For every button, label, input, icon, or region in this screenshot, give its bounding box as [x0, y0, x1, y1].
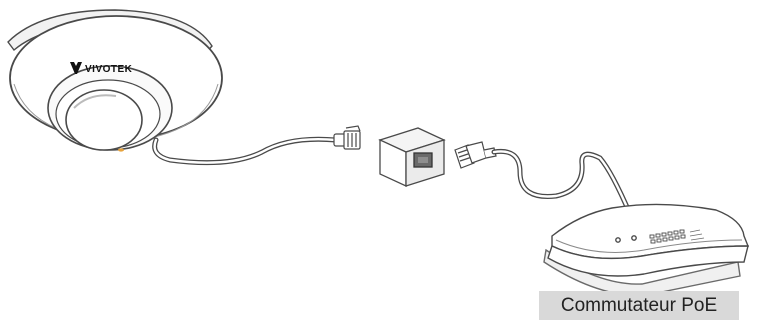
poe-switch: [544, 204, 748, 296]
rj45-coupler: [380, 128, 444, 186]
switch-ethernet-cable: [494, 151, 630, 214]
indicator-power-icon: [616, 238, 620, 242]
camera-ethernet-cable: [155, 139, 336, 162]
brand-logo-text: VIVOTEK: [85, 64, 133, 75]
switch-label: Commutateur PoE: [539, 291, 739, 320]
indicator-link-icon: [632, 236, 636, 240]
dome-camera: [8, 10, 222, 152]
left-rj45-plug: [334, 126, 360, 149]
right-rj45-plug: [455, 142, 496, 168]
